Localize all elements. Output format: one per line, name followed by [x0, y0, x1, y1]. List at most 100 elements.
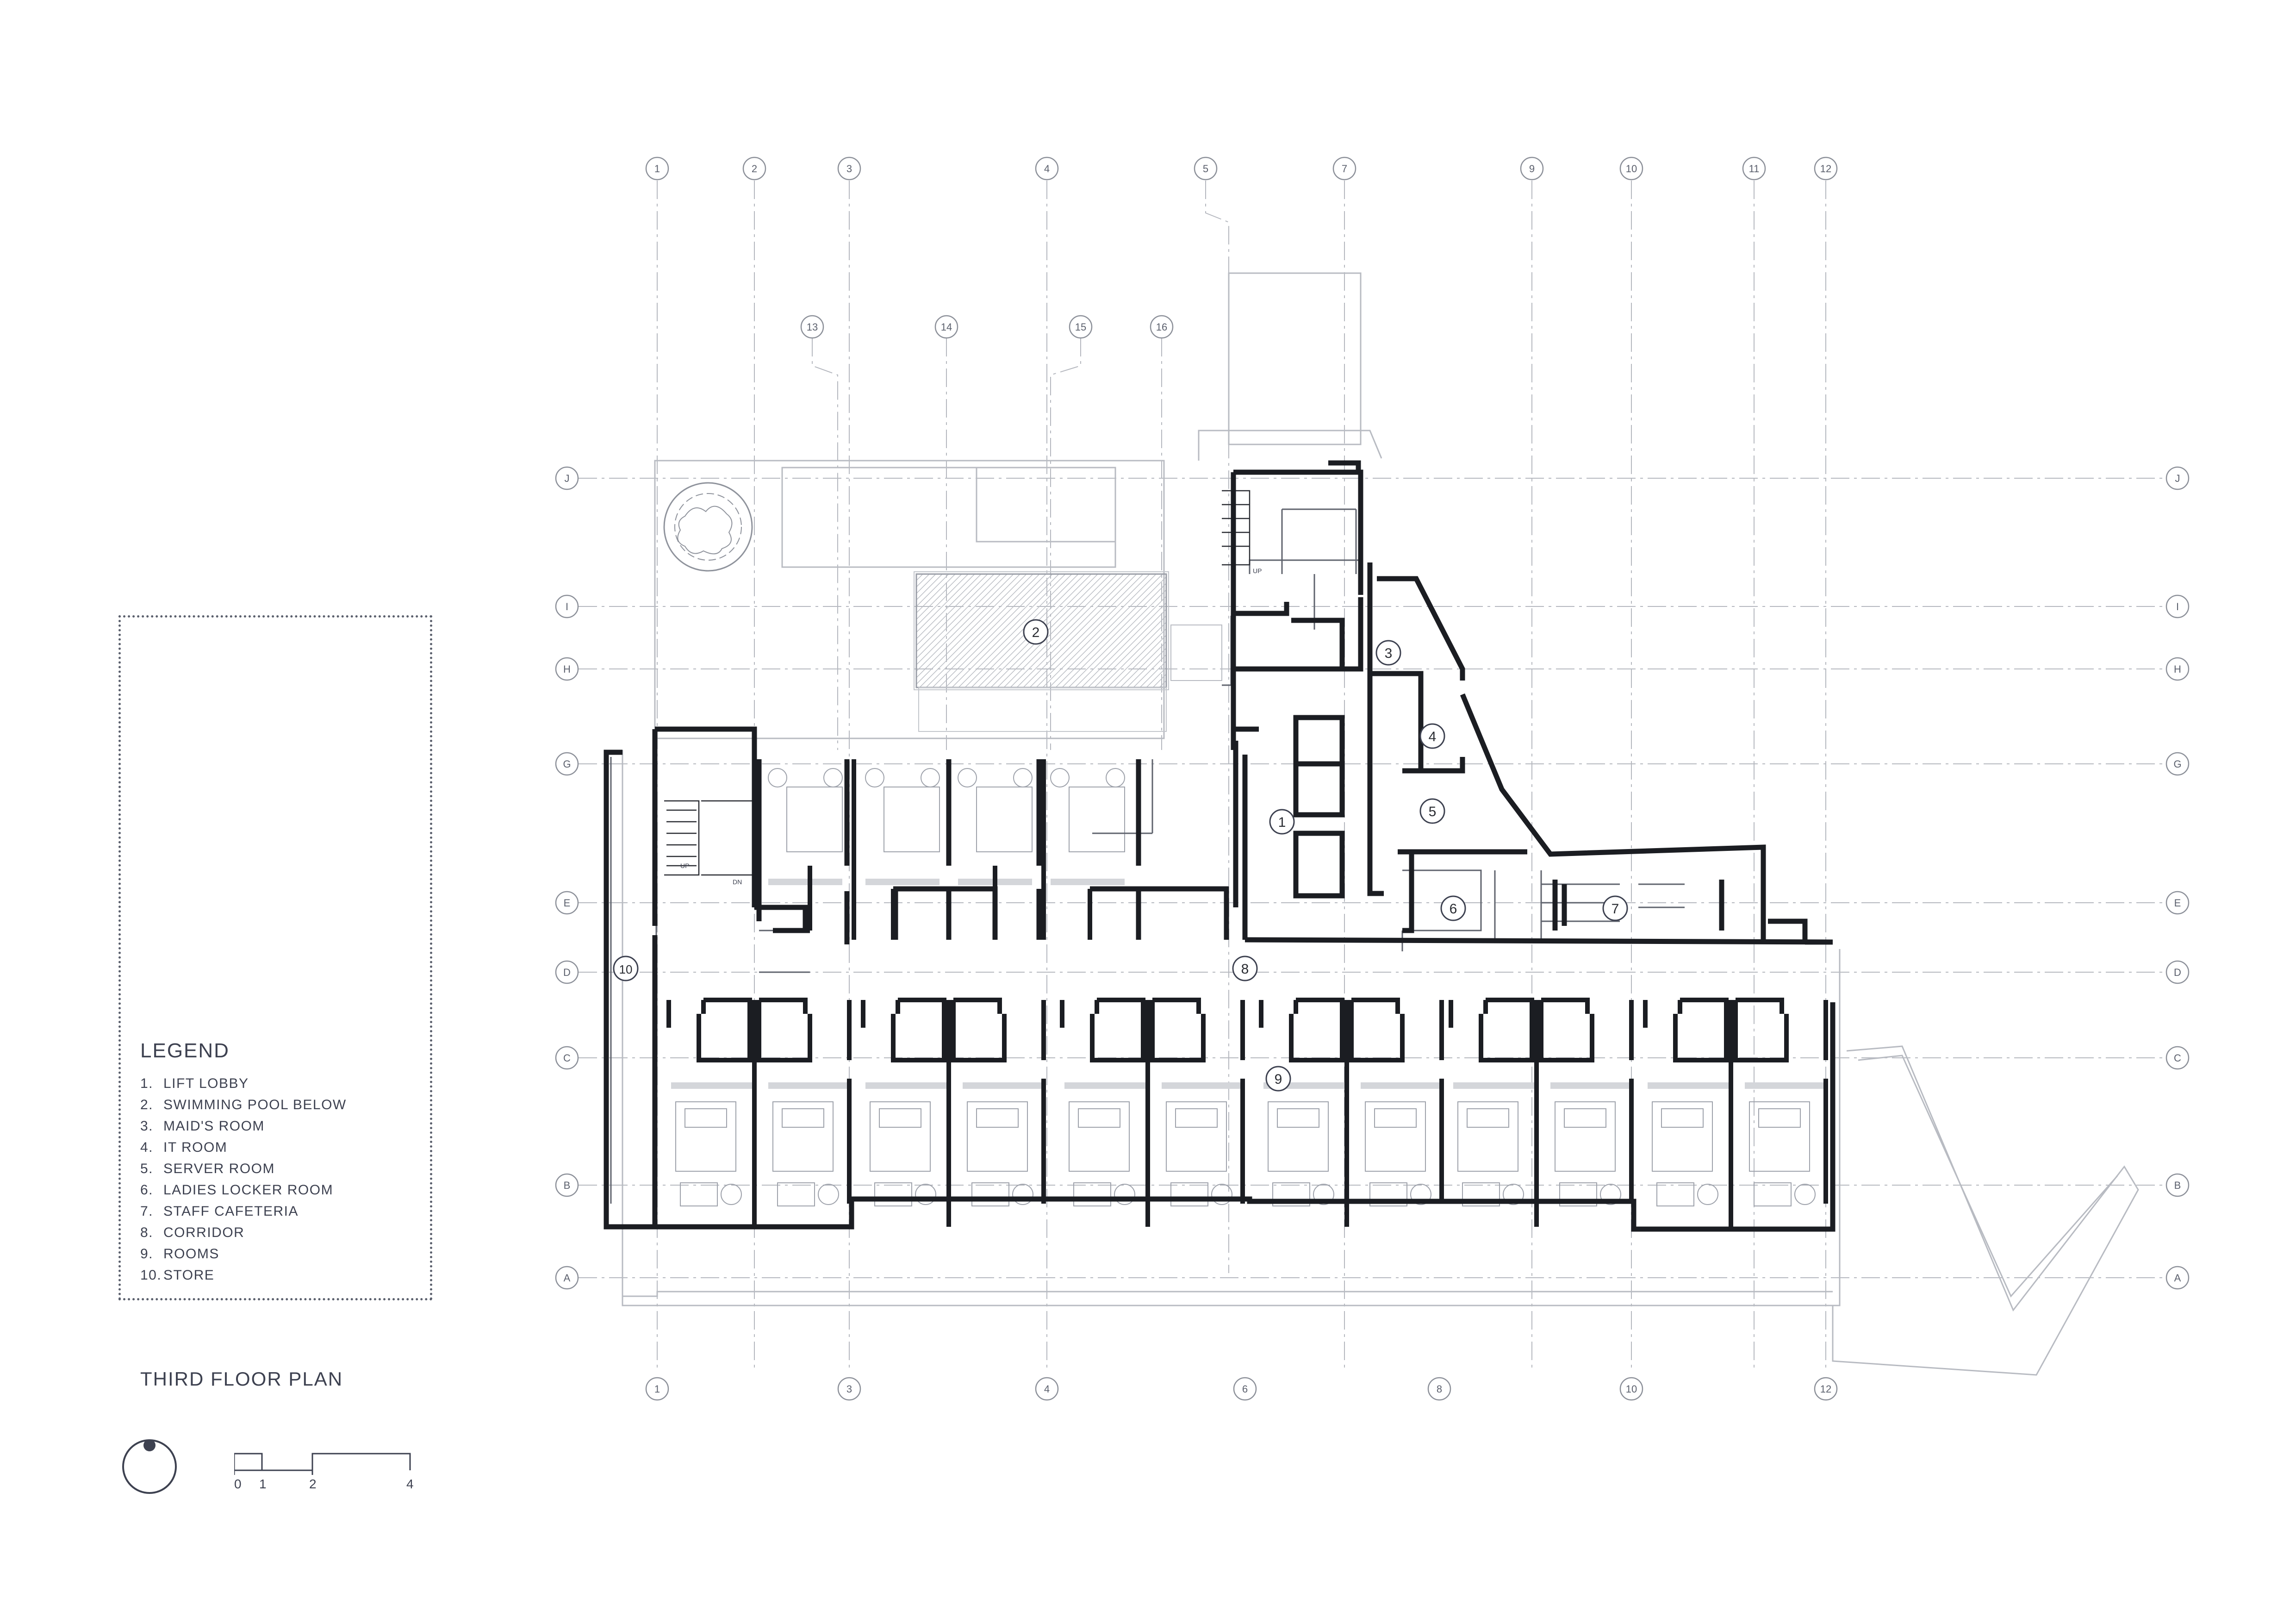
grid-bubble-label: 4	[1044, 1383, 1050, 1395]
grid-bubble-label: H	[2174, 663, 2181, 675]
room-furniture	[671, 768, 1828, 1206]
grid-bubble-label: C	[563, 1052, 571, 1064]
grid-bubble-label: D	[2174, 967, 2181, 978]
legend-item-number: 4.	[140, 1140, 154, 1155]
grid-bubble-label: G	[563, 758, 571, 770]
grid-bubble-label: I	[566, 601, 568, 612]
grid-bubble-top: 5	[1194, 156, 1218, 181]
room-tag-5: 5	[1419, 798, 1445, 824]
guest-rooms-north	[808, 759, 1092, 940]
grid-bubble-bottom: 4	[1035, 1377, 1059, 1401]
legend-item-number: 5.	[140, 1161, 154, 1176]
grid-bubble-top: 12	[1814, 156, 1838, 181]
grid-bubble-label: J	[2175, 473, 2180, 484]
legend-item: 10.STORE	[140, 1265, 347, 1286]
grid-bubble-label: 1	[654, 1383, 660, 1395]
grid-bubble-bottom: 1	[645, 1377, 669, 1401]
legend-item-label: LIFT LOBBY	[163, 1076, 249, 1091]
grid-bubble-label: G	[2173, 758, 2181, 770]
scale-label-1: 1	[259, 1477, 267, 1491]
grid-bubble-label: 10	[1626, 1383, 1637, 1395]
grid-bubble-label: J	[565, 473, 570, 484]
plan-title: THIRD FLOOR PLAN	[140, 1368, 343, 1390]
heavy-walls	[604, 460, 1836, 1232]
legend-item-label: STORE	[163, 1268, 215, 1283]
north-marker	[143, 1439, 156, 1451]
grid-bubble-top: 3	[837, 156, 861, 181]
stair-down-label: DN	[733, 878, 742, 886]
grid-bubble-label: 13	[807, 321, 818, 333]
grid-bubble-bottom: 12	[1814, 1377, 1838, 1401]
grid-lines	[579, 181, 2166, 1370]
grid-bubble-bottom: 6	[1233, 1377, 1257, 1401]
grid-bubble-label: 6	[1242, 1383, 1248, 1395]
grid-bubble-label: C	[2174, 1052, 2181, 1064]
legend-item: 1. LIFT LOBBY	[140, 1073, 347, 1094]
grid-bubble-inner: 16	[1150, 315, 1174, 339]
room-tag-label: 2	[1032, 625, 1040, 640]
scale-label-0: 0	[234, 1477, 242, 1491]
grid-bubble-top: 9	[1520, 156, 1544, 181]
room-tag-label: 8	[1241, 962, 1249, 977]
room-tag-label: 7	[1612, 901, 1619, 917]
grid-bubble-label: E	[564, 897, 571, 909]
room-tag-8: 8	[1232, 956, 1258, 981]
legend-item-number: 3.	[140, 1118, 154, 1134]
room-tag-7: 7	[1602, 895, 1628, 921]
grid-bubble-row-left: B	[555, 1173, 579, 1197]
grid-bubble-label: D	[563, 967, 571, 978]
room-tag-label: 3	[1385, 646, 1393, 661]
grid-bubble-row-right: G	[2165, 752, 2190, 776]
room-tag-3: 3	[1375, 640, 1401, 666]
grid-bubble-label: B	[2174, 1180, 2181, 1191]
grid-bubble-top: 10	[1619, 156, 1643, 181]
legend-item-label: CORRIDOR	[163, 1225, 245, 1240]
room-tag-10: 10	[613, 956, 639, 981]
legend-item: 7.STAFF CAFETERIA	[140, 1201, 347, 1222]
grid-bubble-row-left: A	[555, 1266, 579, 1290]
legend-frame	[118, 615, 432, 1300]
grid-bubble-row-right: A	[2165, 1266, 2190, 1290]
room-tag-label: 6	[1450, 901, 1457, 917]
grid-bubble-row-right: D	[2165, 960, 2190, 984]
grid-bubble-label: 11	[1749, 163, 1760, 175]
legend-item-label: ROOMS	[163, 1246, 219, 1262]
grid-bubble-row-left: I	[555, 594, 579, 618]
legend-item: 6. LADIES LOCKER ROOM	[140, 1180, 347, 1201]
grid-bubble-label: A	[2174, 1272, 2181, 1284]
legend-item-number: 2.	[140, 1097, 154, 1112]
grid-bubble-bottom: 10	[1619, 1377, 1643, 1401]
stair-up-label: UP	[680, 862, 689, 869]
legend-item-label: MAID'S ROOM	[163, 1118, 265, 1134]
north-arrow-icon	[122, 1439, 177, 1494]
legend-item-number: 9.	[140, 1246, 154, 1262]
room-tag-label: 4	[1429, 729, 1437, 744]
grid-bubble-label: B	[564, 1180, 571, 1191]
scale-bar	[234, 1453, 411, 1475]
room-tag-4: 4	[1419, 723, 1445, 749]
legend-item: 8.CORRIDOR	[140, 1222, 347, 1243]
grid-bubble-top: 4	[1035, 156, 1059, 181]
grid-bubble-row-left: J	[555, 466, 579, 490]
legend-item-label: IT ROOM	[163, 1140, 228, 1155]
legend-item-number: 10.	[140, 1268, 162, 1283]
room-tag-9: 9	[1265, 1066, 1291, 1092]
grid-bubble-label: A	[564, 1272, 571, 1284]
room-tag-label: 5	[1429, 804, 1437, 819]
grid-bubble-row-left: E	[555, 891, 579, 915]
legend-item-label: SWIMMING POOL BELOW	[163, 1097, 347, 1112]
grid-bubble-row-right: I	[2165, 594, 2190, 618]
grid-bubble-label: 4	[1044, 163, 1050, 175]
legend-item-number: 1.	[140, 1076, 154, 1091]
grid-bubble-bottom: 8	[1427, 1377, 1451, 1401]
grid-bubble-row-right: B	[2165, 1173, 2190, 1197]
legend-item-number: 6.	[140, 1182, 154, 1198]
grid-bubble-inner: 15	[1069, 315, 1093, 339]
room-tag-2: 2	[1023, 619, 1049, 645]
room-tag-label: 1	[1278, 815, 1286, 830]
room-tag-label: 9	[1275, 1072, 1282, 1087]
legend-item-label: LADIES LOCKER ROOM	[163, 1182, 334, 1198]
room-tag-label: 10	[619, 962, 633, 976]
legend-item: 9. ROOMS	[140, 1243, 347, 1265]
grid-bubble-label: 7	[1342, 163, 1347, 175]
